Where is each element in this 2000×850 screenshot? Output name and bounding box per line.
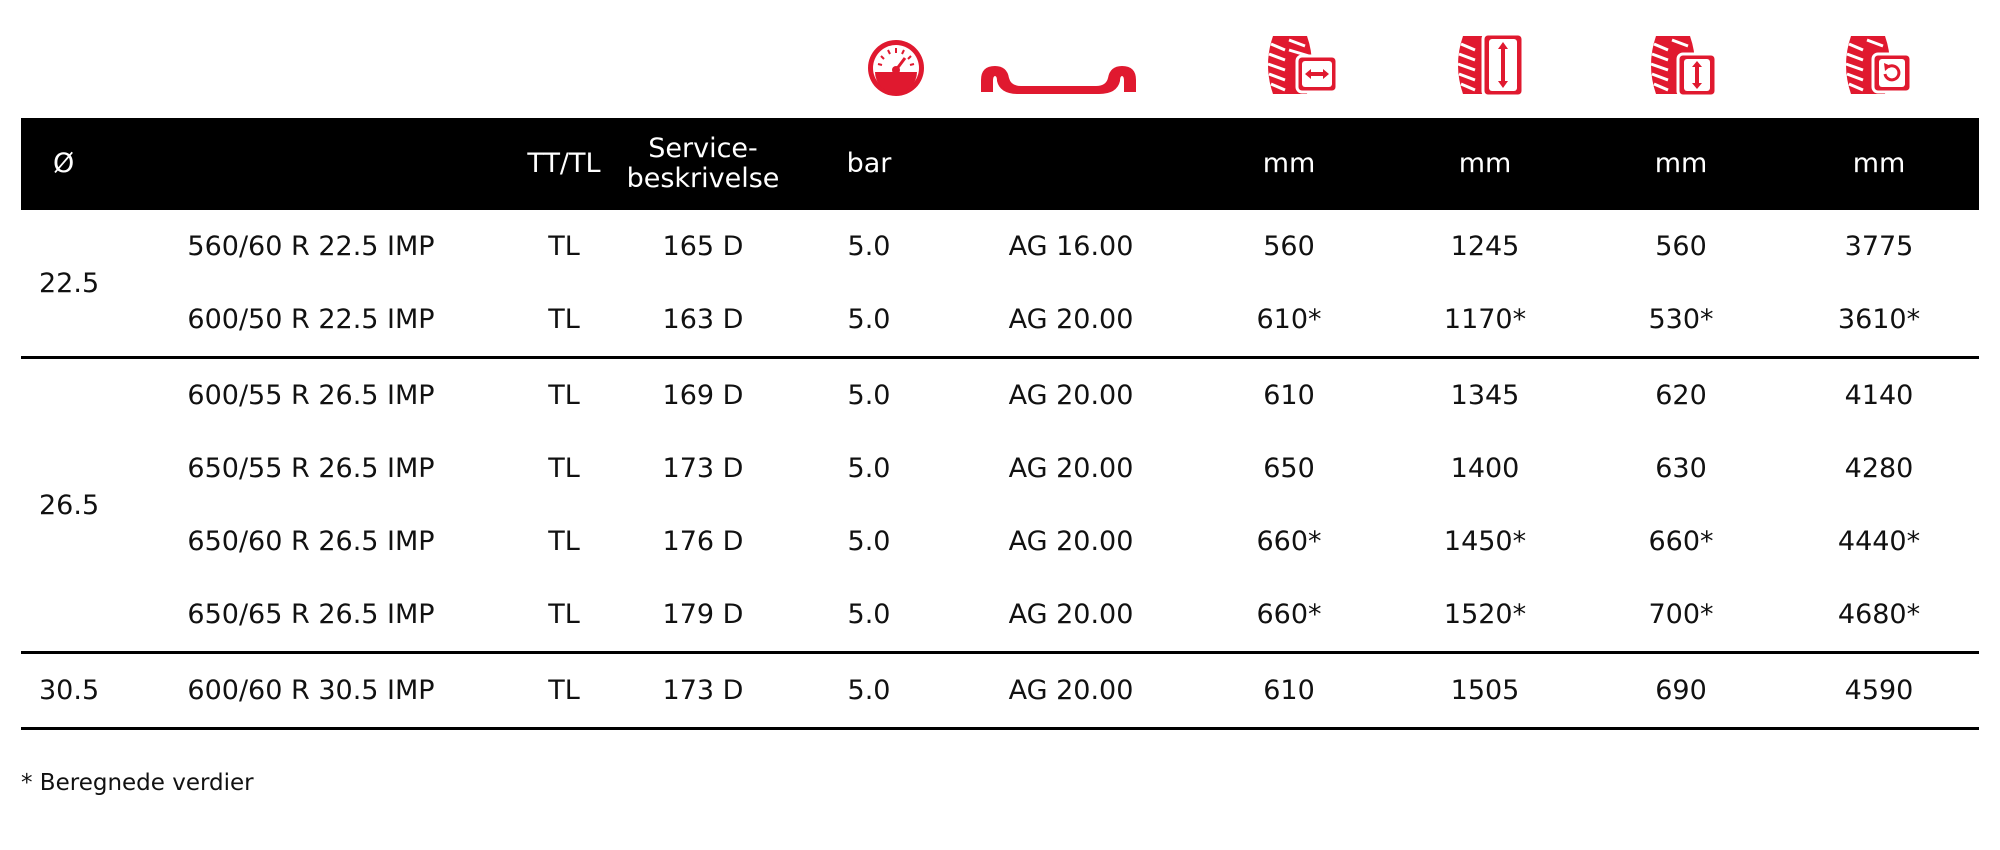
table-row: 650/60 R 26.5 IMP TL 176 D 5.0 AG 20.00 … xyxy=(21,505,1979,578)
cell-size: 600/60 R 30.5 IMP xyxy=(113,652,509,730)
header-service-line2: beskrivelse xyxy=(626,163,780,194)
table-row: 650/65 R 26.5 IMP TL 179 D 5.0 AG 20.00 … xyxy=(21,578,1979,654)
cell-tt-tl: TL xyxy=(509,578,619,654)
cell-width: 610* xyxy=(1191,283,1387,359)
cell-size: 560/60 R 22.5 IMP xyxy=(187,231,435,262)
cell-circumference: 3775 xyxy=(1844,231,1914,262)
cell-circumference: 3610* xyxy=(1779,283,1979,359)
cell-service: 179 D xyxy=(619,578,787,654)
cell-circumference: 4140 xyxy=(1844,380,1914,411)
cell-pressure: 5.0 xyxy=(847,526,891,557)
cell-size: 650/55 R 26.5 IMP xyxy=(187,453,435,484)
cell-width: 660* xyxy=(1256,526,1322,557)
cell-diameter: 1450* xyxy=(1443,526,1527,557)
table-row: 26.5 600/55 R 26.5 IMP TL 169 D 5.0 AG 2… xyxy=(21,357,1979,654)
table-body: 22.5 560/60 R 22.5 IMP TL 165 D 5.0 AG 1… xyxy=(21,210,1979,730)
footnote: * Beregnede verdier xyxy=(21,770,254,796)
cell-tt-tl: TL xyxy=(548,453,580,484)
tyre-spec-table: Ø TT/TL Service- beskrivelse bar mm mm m… xyxy=(21,118,1979,730)
cell-rim: AG 20.00 xyxy=(951,578,1191,654)
cell-circumference: 4280 xyxy=(1844,453,1914,484)
cell-rim: AG 20.00 xyxy=(1008,380,1134,411)
cell-radius: 560 xyxy=(1655,231,1707,262)
header-size xyxy=(113,118,509,210)
tyre-spec-sheet: Ø TT/TL Service- beskrivelse bar mm mm m… xyxy=(21,0,1979,730)
cell-size: 650/60 R 26.5 IMP xyxy=(187,526,435,557)
header-icon-row xyxy=(21,0,1979,118)
cell-radius: 630 xyxy=(1655,453,1707,484)
cell-service: 169 D xyxy=(662,380,744,411)
cell-pressure: 5.0 xyxy=(847,231,891,262)
cell-diameter: 1345 xyxy=(1450,380,1520,411)
cell-rim: AG 20.00 xyxy=(951,283,1191,359)
cell-rim: AG 20.00 xyxy=(951,652,1191,730)
cell-tt-tl: TL xyxy=(548,231,580,262)
header-radius-unit: mm xyxy=(1654,148,1708,179)
tyre-width-icon xyxy=(1263,30,1343,100)
cell-service: 173 D xyxy=(662,453,744,484)
cell-radius: 620 xyxy=(1655,380,1707,411)
header-service-line1: Service- xyxy=(648,133,758,164)
cell-diameter: 1170* xyxy=(1387,283,1583,359)
cell-diameter: 1245 xyxy=(1450,231,1520,262)
header-width-unit: mm xyxy=(1262,148,1316,179)
table-row: 30.5 600/60 R 30.5 IMP TL 173 D 5.0 AG 2… xyxy=(21,652,1979,730)
cell-rim: AG 20.00 xyxy=(1008,526,1134,557)
cell-pressure: 5.0 xyxy=(787,283,951,359)
tyre-static-radius-icon xyxy=(1646,30,1726,100)
cell-diameter: 1400 xyxy=(1450,453,1520,484)
cell-tt-tl: TL xyxy=(509,652,619,730)
cell-service: 163 D xyxy=(619,283,787,359)
tyre-rolling-circumference-icon xyxy=(1841,30,1921,100)
cell-diameter: 1505 xyxy=(1387,652,1583,730)
header-circumference-unit: mm xyxy=(1852,148,1906,179)
header-service-description: Service- beskrivelse xyxy=(619,118,787,210)
cell-tt-tl: TL xyxy=(509,283,619,359)
cell-width: 610 xyxy=(1263,380,1315,411)
cell-rim: AG 20.00 xyxy=(1008,453,1134,484)
cell-tt-tl: TL xyxy=(548,380,580,411)
cell-radius: 700* xyxy=(1583,578,1779,654)
cell-tt-tl: TL xyxy=(548,526,580,557)
table-header-row: Ø TT/TL Service- beskrivelse bar mm mm m… xyxy=(21,118,1979,210)
tyre-diameter-icon xyxy=(1453,30,1533,100)
cell-size: 600/50 R 22.5 IMP xyxy=(113,283,509,359)
table-row: 22.5 560/60 R 22.5 IMP TL 165 D 5.0 AG 1… xyxy=(21,210,1979,359)
cell-pressure: 5.0 xyxy=(847,380,891,411)
pressure-gauge-icon xyxy=(866,38,926,98)
cell-size: 600/55 R 26.5 IMP xyxy=(187,380,435,411)
header-tt-tl: TT/TL xyxy=(527,148,601,179)
cell-width: 660* xyxy=(1191,578,1387,654)
cell-pressure: 5.0 xyxy=(787,578,951,654)
cell-diameter: 1520* xyxy=(1387,578,1583,654)
table-row: 650/55 R 26.5 IMP TL 173 D 5.0 AG 20.00 … xyxy=(21,432,1979,505)
group-diameter: 26.5 xyxy=(21,357,113,654)
header-pressure: bar xyxy=(846,148,892,179)
cell-radius: 660* xyxy=(1648,526,1714,557)
cell-service: 165 D xyxy=(662,231,744,262)
cell-width: 650 xyxy=(1263,453,1315,484)
cell-pressure: 5.0 xyxy=(787,652,951,730)
cell-service: 173 D xyxy=(619,652,787,730)
rim-profile-icon xyxy=(981,62,1136,96)
cell-pressure: 5.0 xyxy=(847,453,891,484)
table-row: 600/50 R 22.5 IMP TL 163 D 5.0 AG 20.00 … xyxy=(21,283,1979,359)
group-diameter: 22.5 xyxy=(21,210,113,359)
header-diameter: Ø xyxy=(53,148,75,179)
cell-radius: 530* xyxy=(1583,283,1779,359)
header-rim xyxy=(951,118,1191,210)
cell-circumference: 4440* xyxy=(1837,526,1921,557)
cell-circumference: 4680* xyxy=(1779,578,1979,654)
cell-service: 176 D xyxy=(662,526,744,557)
cell-circumference: 4590 xyxy=(1779,652,1979,730)
cell-rim: AG 16.00 xyxy=(1008,231,1134,262)
cell-width: 560 xyxy=(1263,231,1315,262)
header-diameter-unit: mm xyxy=(1458,148,1512,179)
cell-width: 610 xyxy=(1191,652,1387,730)
cell-radius: 690 xyxy=(1583,652,1779,730)
cell-size: 650/65 R 26.5 IMP xyxy=(113,578,509,654)
group-diameter: 30.5 xyxy=(21,652,113,730)
